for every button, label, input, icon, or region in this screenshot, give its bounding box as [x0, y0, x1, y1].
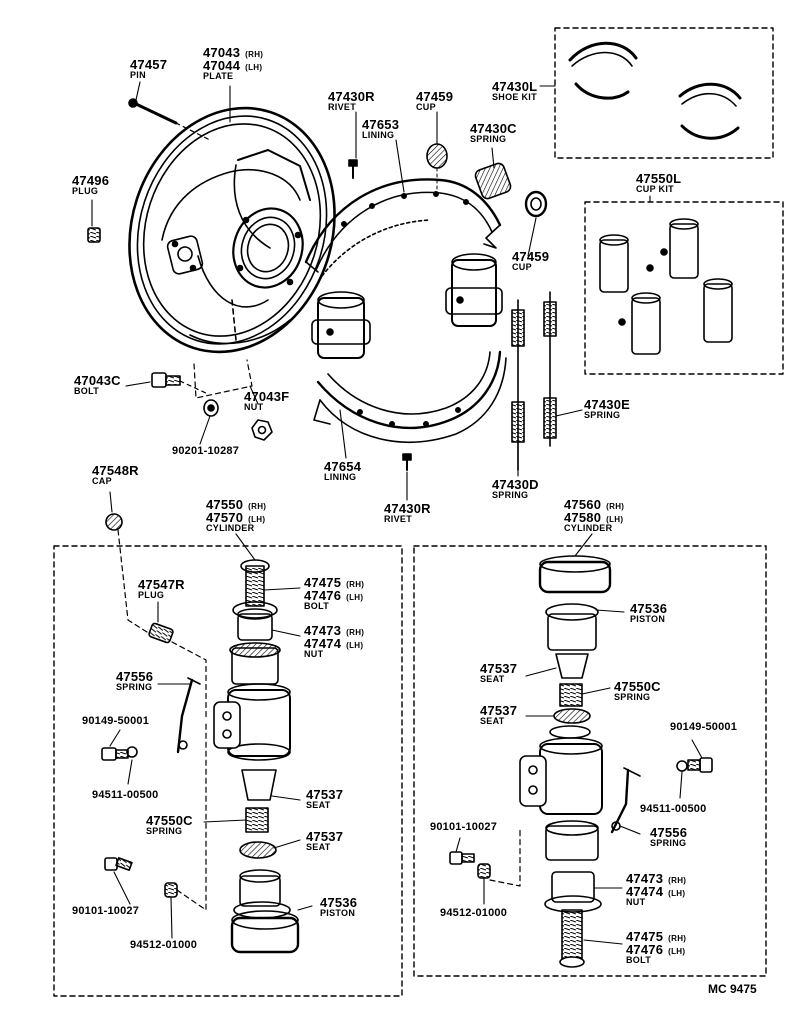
label-L-90149: 90149-50001 [82, 715, 150, 727]
shoe-kit-box [554, 27, 774, 159]
label-R-90149: 90149-50001 [670, 721, 738, 733]
label-47560: 47560(RH) 47580(LH) CYLINDER [564, 497, 625, 533]
wheel-cylinder-upper-right [445, 253, 503, 327]
pin-47457 [128, 98, 211, 141]
cylinder-box-right [413, 545, 767, 977]
cylinder-box-left [53, 513, 403, 997]
wheel-cylinder-upper-left [311, 291, 371, 359]
label-90201: 90201-10287 [172, 445, 240, 457]
spring-47430D [511, 299, 525, 471]
label-R-90101: 90101-10027 [430, 821, 498, 833]
label-L-47475: 47475(RH) 47476(LH) BOLT [304, 575, 365, 611]
diagram-code: MC 9475 [708, 982, 757, 996]
label-R-47473: 47473(RH) 47474(LH) NUT [626, 871, 687, 907]
spring-47430E [543, 291, 557, 447]
leader-lines [91, 81, 703, 945]
backing-plate [128, 106, 336, 354]
label-L-90101: 90101-10027 [72, 905, 140, 917]
upper-brake-shoe [304, 143, 502, 277]
cup-kit-box [584, 201, 784, 375]
label-R-94512: 94512-01000 [440, 907, 508, 919]
label-47550: 47550(RH) 47570(LH) CYLINDER [206, 497, 267, 533]
bolt-47043C [151, 359, 273, 441]
label-R-47475: 47475(RH) 47476(LH) BOLT [626, 929, 687, 965]
plug-47496 [87, 227, 101, 243]
label-L-94512: 94512-01000 [130, 939, 198, 951]
label-L-47473: 47473(RH) 47474(LH) NUT [304, 623, 365, 659]
spring-47430C [474, 162, 548, 218]
lower-brake-shoe [313, 350, 507, 471]
label-47043: 47043(RH) 47044(LH) PLATE [203, 45, 264, 81]
label-R-94511: 94511-00500 [640, 803, 707, 815]
label-L-94511: 94511-00500 [92, 789, 159, 801]
